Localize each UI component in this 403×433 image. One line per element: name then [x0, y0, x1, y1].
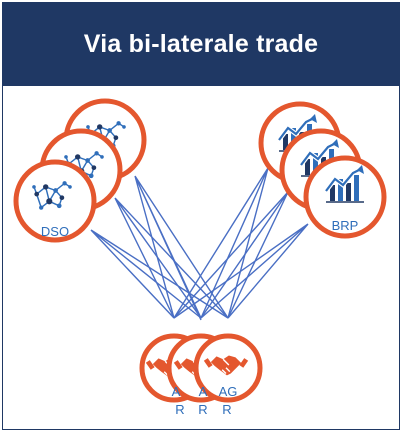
ag-stack-label-a1: A: [172, 384, 181, 399]
dso-node: DSO: [13, 159, 97, 243]
ag-stack-label-r3: R: [222, 402, 231, 417]
dso-label: DSO: [41, 224, 69, 239]
card-title: Via bi-laterale trade: [83, 30, 319, 58]
ag-stack-label-a2: A: [199, 384, 208, 399]
trade-connections: [90, 167, 309, 321]
ag-label: AG: [219, 384, 238, 399]
ag-stack-label-r2: R: [198, 402, 207, 417]
brp-label: BRP: [332, 218, 359, 233]
card-header: Via bi-laterale trade: [3, 3, 399, 86]
ag-node: A AG R: [193, 333, 263, 417]
brp-node: BRP: [303, 155, 387, 239]
ag-stack-label-r1: R: [175, 402, 184, 417]
